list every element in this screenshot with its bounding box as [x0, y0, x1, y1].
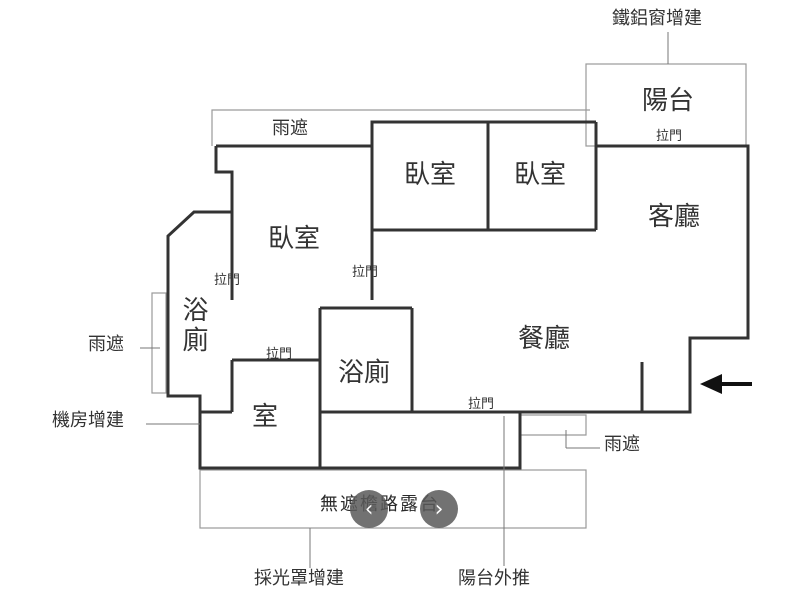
room-balcony: 陽台 — [642, 86, 695, 116]
callout-canopy-top: 雨遮 — [272, 118, 308, 139]
room-living: 客廳 — [648, 202, 701, 232]
room-bathroom-center: 浴廁 — [338, 358, 391, 388]
next-image-button[interactable]: › — [420, 490, 458, 528]
walls — [166, 120, 750, 470]
door-hall: 拉門 — [266, 347, 293, 362]
door-bedroom: 拉門 — [352, 265, 379, 280]
callout-machine-room: 機房增建 — [52, 410, 124, 431]
callout-canopy-right: 雨遮 — [604, 434, 640, 455]
leader-lines — [140, 32, 669, 568]
room-bathroom-left: 浴廁 — [178, 296, 208, 356]
door-bottom: 拉門 — [468, 397, 495, 412]
callout-canopy-left: 雨遮 — [88, 334, 124, 355]
callout-balcony-out: 陽台外推 — [458, 568, 530, 589]
callout-window-addon: 鐵鋁窗增建 — [612, 8, 702, 29]
prev-image-button[interactable]: ‹ — [350, 490, 388, 528]
room-bedroom-main: 臥室 — [268, 224, 321, 254]
room-bedroom-a: 臥室 — [404, 160, 457, 190]
room-bedroom-b: 臥室 — [514, 160, 567, 190]
door-balcony: 拉門 — [656, 129, 683, 144]
entrance-arrow-icon — [700, 374, 752, 394]
room-dining: 餐廳 — [518, 324, 571, 354]
callout-skylight-addon: 採光罩增建 — [254, 568, 344, 589]
door-bath: 拉門 — [214, 273, 241, 288]
room-small: 室 — [252, 402, 279, 432]
